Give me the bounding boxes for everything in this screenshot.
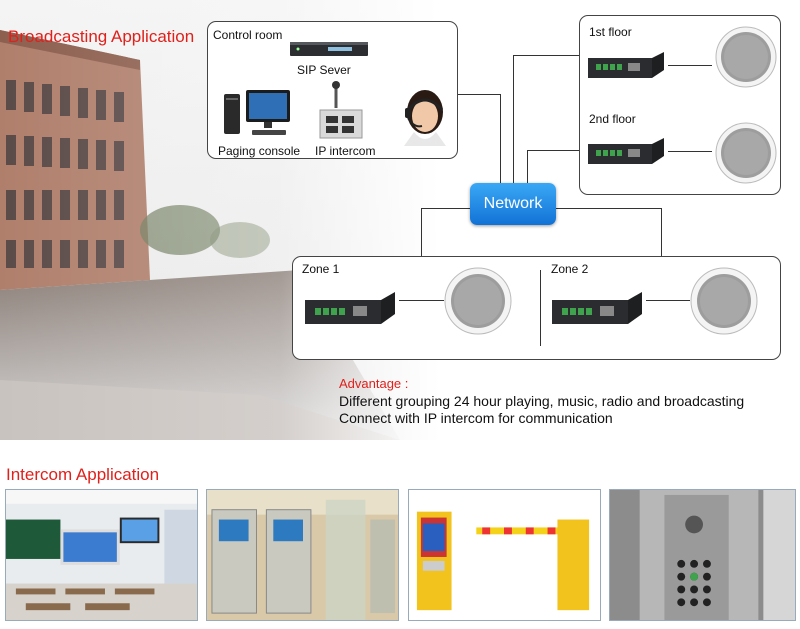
ceiling-speaker-icon bbox=[690, 267, 758, 335]
zone-2-link-h bbox=[556, 208, 661, 209]
zone-1-link-h bbox=[421, 208, 471, 209]
advantage-title: Advantage : bbox=[339, 376, 409, 391]
computer-icon bbox=[224, 90, 290, 135]
ceiling-speaker-icon bbox=[715, 122, 777, 184]
classroom-photo bbox=[5, 489, 198, 621]
paging-console-label: Paging console bbox=[218, 144, 301, 158]
floor-2-trunk-h bbox=[527, 150, 579, 151]
advantage-line-2: Connect with IP intercom for communicati… bbox=[339, 410, 613, 426]
amplifier-icon bbox=[588, 138, 664, 164]
zone-1-speaker-link bbox=[399, 300, 444, 301]
ip-intercom-label: IP intercom bbox=[315, 144, 376, 158]
zone-2-label: Zone 2 bbox=[551, 262, 589, 276]
control-room-label: Control room bbox=[213, 28, 283, 42]
control-room-link-v bbox=[500, 94, 501, 184]
floor-2-label: 2nd floor bbox=[589, 112, 636, 126]
floor-1-trunk bbox=[513, 55, 514, 184]
server-icon bbox=[290, 42, 368, 56]
ceiling-speaker-icon bbox=[715, 26, 777, 88]
parking-barrier-photo bbox=[408, 489, 601, 621]
floor-2-link bbox=[668, 151, 712, 152]
atm-photo bbox=[206, 489, 399, 621]
floor-1-trunk-h bbox=[513, 55, 579, 56]
sip-server-label: SIP Sever bbox=[297, 63, 351, 77]
elevator-panel-photo bbox=[609, 489, 796, 621]
operator-headset-icon bbox=[404, 90, 446, 146]
zone-divider bbox=[540, 270, 541, 346]
zone-1-label: Zone 1 bbox=[302, 262, 340, 276]
broadcasting-application-title: Broadcasting Application bbox=[8, 27, 195, 46]
paging-console-icon bbox=[319, 81, 363, 139]
amplifier-icon bbox=[305, 292, 395, 324]
network-node: Network bbox=[470, 183, 556, 225]
intercom-application-title: Intercom Application bbox=[6, 465, 160, 484]
zone-1-link-v bbox=[421, 208, 422, 257]
advantage-line-1: Different grouping 24 hour playing, musi… bbox=[339, 393, 745, 409]
floor-1-label: 1st floor bbox=[589, 25, 632, 39]
floor-2-trunk bbox=[527, 150, 528, 184]
zone-2-speaker-link bbox=[646, 300, 690, 301]
amplifier-icon bbox=[552, 292, 642, 324]
amplifier-icon bbox=[588, 52, 664, 78]
control-room-link bbox=[458, 94, 501, 95]
ceiling-speaker-icon bbox=[444, 267, 512, 335]
floor-1-link bbox=[668, 65, 712, 66]
zone-2-link-v bbox=[661, 208, 662, 257]
